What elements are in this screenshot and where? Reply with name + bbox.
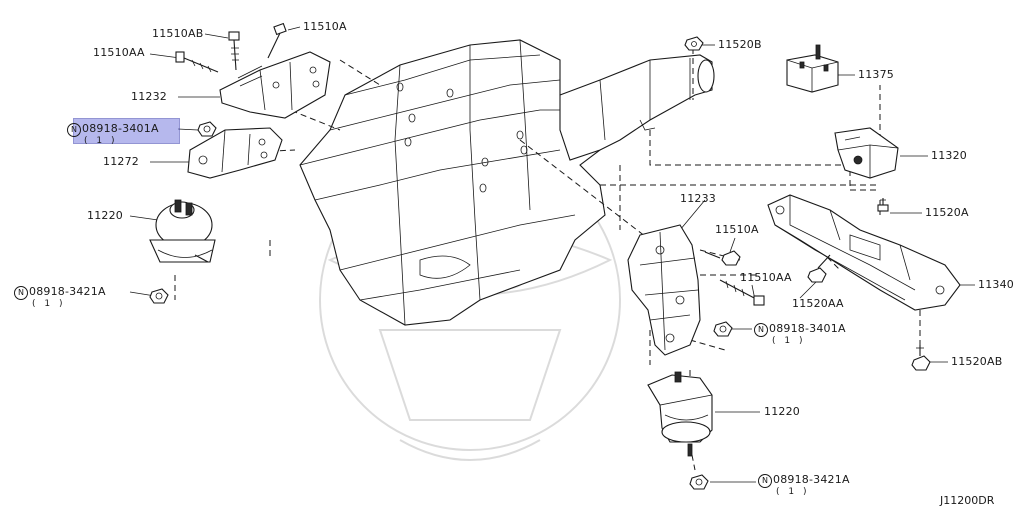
transmission (559, 54, 715, 161)
bracket-11272 (187, 127, 283, 179)
callout-11510ab[interactable]: 11510AB (152, 27, 204, 40)
nut-symbol-icon: N (67, 123, 81, 137)
nut-symbol-icon: N (14, 286, 28, 300)
callout-11510aa-right[interactable]: 11510AA (740, 271, 792, 284)
nut-symbol-icon: N (758, 474, 772, 488)
callout-11520aa[interactable]: 11520AA (792, 297, 844, 310)
callout-11510a-right[interactable]: 11510A (715, 223, 759, 236)
bolt-11520a (877, 198, 889, 212)
engine-mount-11220-right (647, 371, 713, 457)
callout-11510aa-top[interactable]: 11510AA (93, 46, 145, 59)
engine-mount-11220-left (149, 199, 216, 263)
bracket-11320 (834, 127, 899, 179)
callout-11520ab[interactable]: 11520AB (951, 355, 1003, 368)
callout-08918-3421a-right[interactable]: 08918-3421A (773, 473, 850, 486)
callout-11232[interactable]: 11232 (131, 90, 167, 103)
diagram-code: J11200DR (940, 494, 995, 507)
bolt-11510aa-top (175, 51, 219, 73)
callout-11320[interactable]: 11320 (931, 149, 967, 162)
bolt-11520aa (807, 254, 831, 283)
nut-08918-3401a-left (197, 121, 217, 137)
qty-08918-3401a-left: ( 1 ) (84, 136, 118, 146)
nut-08918-3421a-right (689, 474, 709, 490)
callout-11233[interactable]: 11233 (680, 192, 716, 205)
crossmember-11340 (767, 194, 961, 311)
callout-08918-3401a-right[interactable]: 08918-3401A (769, 322, 846, 335)
qty-08918-3421a-left: ( 1 ) (32, 299, 66, 309)
callout-11340[interactable]: 11340 (978, 278, 1014, 291)
bolt-11520b (684, 36, 704, 51)
callout-11272[interactable]: 11272 (103, 155, 139, 168)
bracket-11232 (219, 51, 331, 119)
qty-08918-3401a-right: ( 1 ) (772, 336, 806, 346)
callout-11220-left[interactable]: 11220 (87, 209, 123, 222)
nut-symbol-icon: N (754, 323, 768, 337)
leader-lines (129, 26, 975, 483)
bolt-11510aa-right (719, 279, 765, 306)
nut-08918-3421a-left (149, 288, 169, 304)
bracket-11233 (627, 224, 701, 356)
callout-08918-3401a-left[interactable]: 08918-3401A (82, 122, 159, 135)
callout-11520b[interactable]: 11520B (718, 38, 762, 51)
bolt-11510ab (228, 31, 240, 71)
bolt-11520ab (911, 345, 931, 371)
callout-11375[interactable]: 11375 (858, 68, 894, 81)
callout-11520a[interactable]: 11520A (925, 206, 969, 219)
callout-11220-right[interactable]: 11220 (764, 405, 800, 418)
callout-08918-3421a-left[interactable]: 08918-3421A (29, 285, 106, 298)
qty-08918-3421a-right: ( 1 ) (776, 487, 810, 497)
callout-11510a-top[interactable]: 11510A (303, 20, 347, 33)
insulator-11375 (786, 44, 839, 93)
engine-block (299, 39, 606, 326)
selected-part-highlight (73, 118, 180, 144)
nut-08918-3401a-right (713, 321, 733, 337)
bolt-11510a-top (267, 22, 287, 59)
bolt-11510a-right (704, 250, 741, 266)
